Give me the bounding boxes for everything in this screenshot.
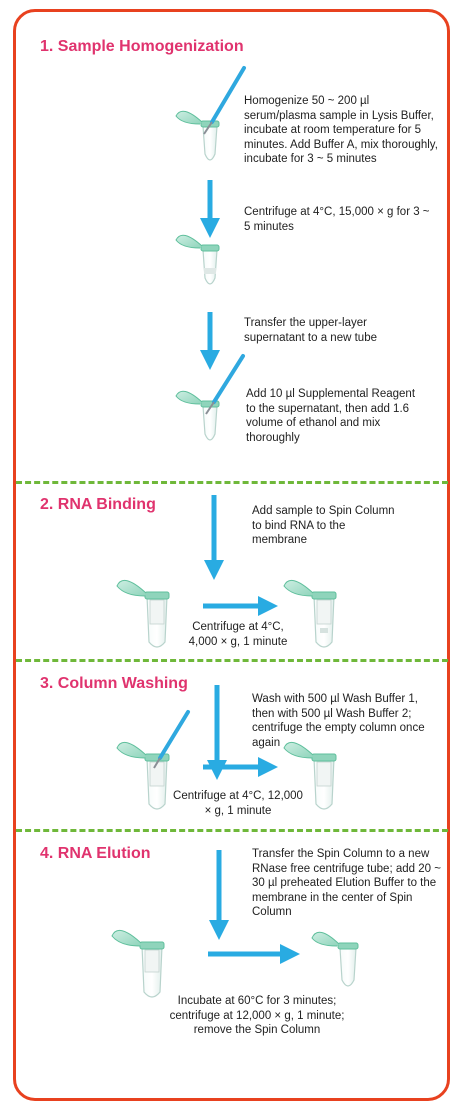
section-divider-3 [16, 829, 448, 832]
pipette-icon-3 [153, 710, 190, 769]
step-centrifuge-1: Centrifuge at 4°C, 15,000 × g for 3 ~ 5 … [244, 206, 430, 233]
spin-column-icon-1 [116, 579, 170, 648]
pipette-icon-2 [205, 354, 245, 415]
tube-icon-4 [311, 931, 359, 987]
step-homogenize: Homogenize 50 ~ 200 µl serum/plasma samp… [244, 95, 438, 165]
spin-column-icon-2 [283, 579, 337, 648]
step-add-elution-buffer: Transfer the Spin Column to a new RNase … [252, 848, 441, 918]
section-title-elution: 4. RNA Elution [40, 845, 151, 862]
tube-icon-3 [175, 390, 220, 441]
pipette-icon-1 [203, 66, 246, 135]
spin-column-icon-3 [116, 741, 170, 810]
step-centrifuge-2: Centrifuge at 4°C, 4,000 × g, 1 minute [188, 621, 288, 648]
protocol-frame [13, 9, 450, 1101]
tube-icon-1 [175, 110, 220, 161]
step-incubate-centrifuge: Incubate at 60°C for 3 minutes; centrifu… [169, 995, 345, 1036]
step-centrifuge-3: Centrifuge at 4°C, 12,000 × g, 1 minute [173, 790, 303, 817]
step-add-reagent: Add 10 µl Supplemental Reagent to the su… [246, 388, 416, 444]
section-divider-1 [16, 481, 448, 484]
spin-column-icon-5 [111, 929, 165, 998]
tube-icon-2 [175, 234, 220, 285]
section-divider-2 [16, 659, 448, 662]
section-title-homogenization: 1. Sample Homogenization [40, 38, 244, 55]
step-add-to-column: Add sample to Spin Column to bind RNA to… [252, 505, 395, 546]
section-title-binding: 2. RNA Binding [40, 496, 156, 513]
step-wash: Wash with 500 µl Wash Buffer 1, then wit… [252, 693, 425, 749]
spin-column-icon-4 [283, 741, 337, 810]
section-title-washing: 3. Column Washing [40, 675, 188, 692]
step-transfer-supernatant: Transfer the upper-layer supernatant to … [244, 317, 377, 344]
